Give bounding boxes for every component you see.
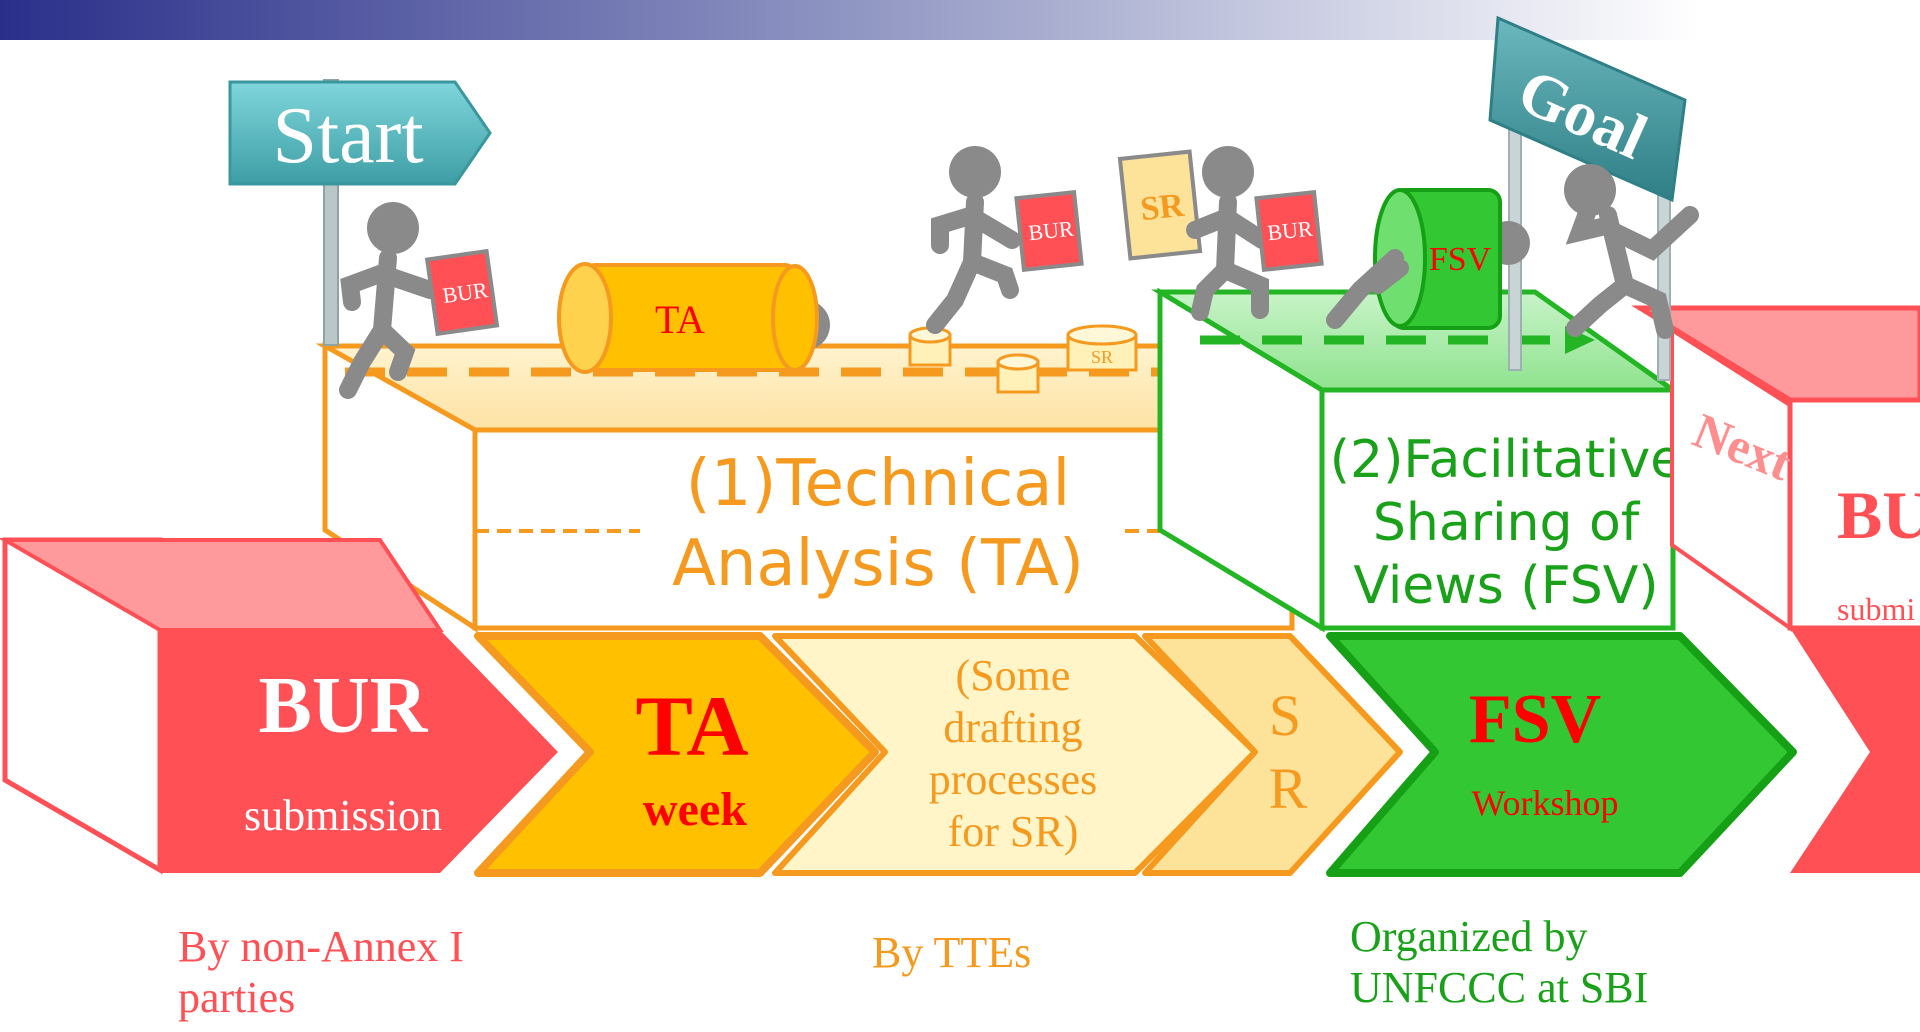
bur-document-3-label: BUR	[1266, 216, 1314, 246]
fsv-chevron	[1326, 632, 1797, 877]
sr-document	[1117, 149, 1203, 261]
bur-arrow-sub: submission	[244, 791, 442, 840]
sr-cylinder-label: SR	[1091, 347, 1113, 367]
bur-document-2	[1014, 189, 1084, 273]
start-sign	[228, 79, 492, 346]
drafting-chevron	[772, 633, 1258, 876]
stick-figure-1	[339, 202, 439, 399]
bur-arrow-title: BUR	[259, 662, 429, 750]
next-platform	[1631, 305, 1920, 632]
start-sign-label: Start	[272, 92, 423, 180]
sr-document-label: SR	[1139, 187, 1187, 228]
caption-ttes: By TTEs	[872, 928, 1031, 979]
sr-cylinder	[1066, 324, 1138, 372]
caption-unfccc-line1: Organized by	[1350, 912, 1588, 961]
sr-chevron-line1: S	[1269, 683, 1301, 748]
bur-document-3	[1254, 189, 1324, 273]
sr-chevron-line2: R	[1269, 756, 1308, 821]
caption-unfccc-line2: UNFCCC at SBI	[1350, 962, 1649, 1012]
caption-ttes-line1: By TTEs	[872, 928, 1032, 977]
ta-week-chevron	[474, 632, 879, 877]
bur-submission-block	[0, 537, 558, 875]
stick-figure-2	[926, 146, 1021, 334]
next-bur-title: BU	[1837, 477, 1920, 553]
small-cylinder-1	[908, 326, 952, 367]
sr-chevron	[1142, 633, 1403, 876]
stick-figure-5	[1564, 164, 1699, 339]
next-bur-block	[1790, 628, 1920, 873]
fsv-platform-title-line1: (2)Facilitative	[1330, 430, 1682, 490]
fsv-chevron-title: FSV	[1469, 681, 1601, 758]
bur-document-2-label: BUR	[1027, 216, 1075, 246]
ta-platform-title-line1: (1)Technical	[686, 447, 1071, 521]
fsv-platform-title-line3: Views (FSV)	[1353, 556, 1658, 616]
bur-document-1	[424, 248, 500, 337]
ta-week-sub: week	[643, 783, 747, 836]
caption-unfccc: Organized by UNFCCC at SBI	[1350, 912, 1648, 1013]
fsv-roller-label: FSV	[1429, 241, 1492, 278]
ta-roller	[557, 262, 830, 374]
ta-platform-title-line2: Analysis (TA)	[672, 527, 1084, 601]
ta-week-title: TA	[635, 678, 748, 774]
drafting-line2: drafting	[943, 703, 1082, 752]
caption-non-annex: By non-Annex I parties	[178, 922, 464, 1023]
small-cylinder-2	[996, 353, 1040, 394]
drafting-line3: processes	[929, 755, 1098, 804]
fsv-chevron-sub: Workshop	[1471, 783, 1618, 823]
caption-non-annex-line1: By non-Annex I	[178, 922, 464, 971]
ta-roller-label: TA	[655, 297, 705, 342]
next-bur-sub: submi	[1837, 591, 1915, 627]
caption-non-annex-line2: parties	[178, 972, 296, 1022]
drafting-line1: (Some	[956, 651, 1071, 700]
drafting-line4: for SR)	[948, 807, 1079, 856]
stick-figure-3	[1186, 146, 1271, 321]
stick-figure-4	[1326, 249, 1409, 329]
fsv-platform-title-line2: Sharing of	[1373, 493, 1641, 553]
header-band	[0, 0, 1700, 40]
